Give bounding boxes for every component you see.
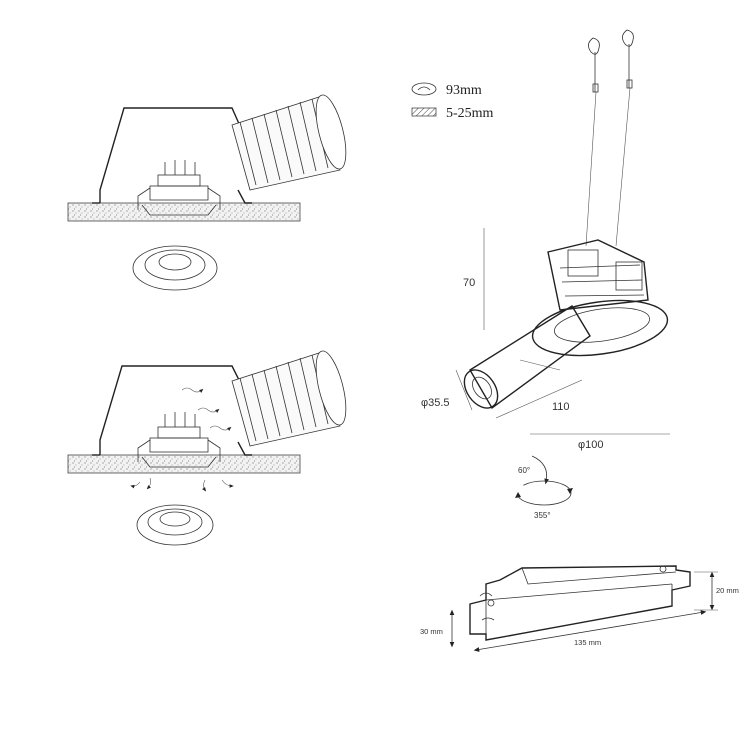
- trim-diameter-dimension: φ100: [578, 439, 604, 451]
- fixture-drawing: 70 φ35.5 110 φ100: [421, 29, 670, 451]
- tube-diameter-dimension: φ35.5: [421, 397, 450, 409]
- ceiling-thickness-label: 5-25mm: [446, 106, 494, 121]
- driver-length: 135 mm: [574, 638, 601, 647]
- legend: 93mm 5-25mm: [411, 82, 494, 121]
- tube-length-dimension: 110: [552, 401, 570, 413]
- install-diagram-bottom: [67, 350, 347, 546]
- cutout-label: 93mm: [446, 83, 482, 98]
- install-diagram-top: [67, 94, 347, 291]
- rotate-arrow-icon: [515, 480, 573, 506]
- driver-height-20: 20 mm: [716, 586, 739, 595]
- tilt-angle: 60°: [518, 466, 530, 475]
- driver-height-30: 30 mm: [420, 627, 443, 636]
- rotate-angle: 355°: [534, 511, 551, 520]
- cutout-icon: [411, 82, 437, 96]
- ceiling-thickness-icon: [411, 107, 437, 117]
- driver-drawing: 20 mm 30 mm 135 mm: [420, 565, 739, 652]
- height-dimension: 70: [463, 277, 475, 289]
- rotation-indicators: 60° 355°: [515, 455, 573, 520]
